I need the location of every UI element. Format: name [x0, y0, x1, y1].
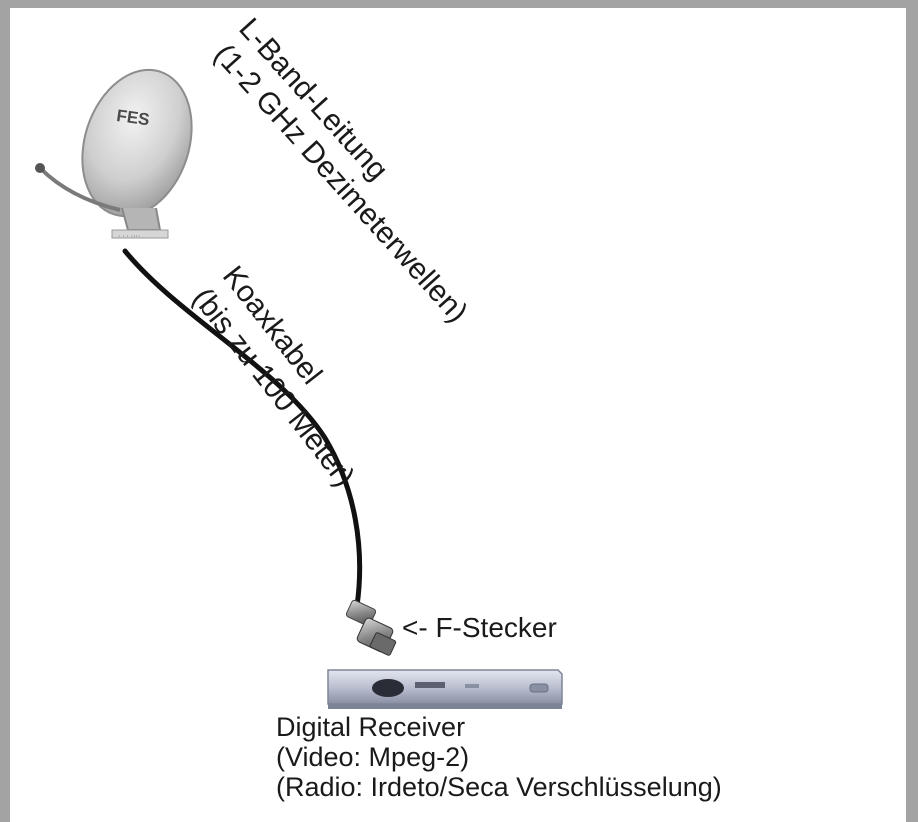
diagram-canvas: · · · ···· FES L-Band-Leitung (1-2 GHz D…	[10, 8, 906, 822]
f-connector-icon	[345, 599, 397, 656]
satellite-dish-icon: · · · ····	[35, 68, 193, 240]
receiver-video: (Video: Mpeg-2)	[276, 742, 470, 772]
receiver-title: Digital Receiver	[276, 712, 466, 742]
receiver-radio: (Radio: Irdeto/Seca Verschlüsselung)	[276, 772, 722, 802]
f-stecker-label: <- F-Stecker	[402, 612, 557, 643]
svg-text:· · · ····: · · · ····	[118, 233, 140, 240]
coax-cable	[122, 248, 363, 609]
digital-receiver-icon	[327, 669, 563, 709]
diagram-drawing: · · · ····	[35, 68, 563, 709]
